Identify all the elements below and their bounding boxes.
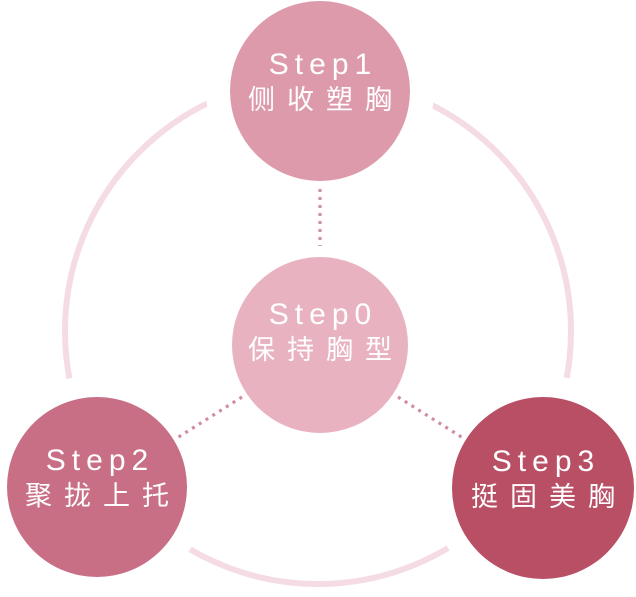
step3-content: Step3 挺固美胸 (471, 445, 615, 514)
connector-center-to-step3 (397, 395, 464, 440)
connector-center-to-step2 (176, 395, 243, 440)
step2-circle: Step2 聚拢上托 (7, 397, 187, 577)
step0-content: Step0 保持胸型 (248, 298, 392, 367)
step0-circle: Step0 保持胸型 (232, 257, 408, 433)
step0-sublabel: 保持胸型 (248, 335, 404, 366)
step3-label: Step3 (491, 444, 601, 478)
step3-circle: Step3 挺固美胸 (452, 397, 634, 579)
step1-circle: Step1 侧收塑胸 (230, 1, 410, 181)
dotted-connectors (176, 189, 464, 440)
step2-sublabel: 聚拢上托 (25, 481, 181, 512)
step2-label: Step2 (45, 443, 155, 477)
step1-content: Step1 侧收塑胸 (248, 48, 392, 117)
step3-sublabel: 挺固美胸 (471, 482, 627, 513)
step2-content: Step2 聚拢上托 (25, 444, 169, 513)
step1-sublabel: 侧收塑胸 (248, 85, 404, 116)
step0-label: Step0 (268, 297, 378, 331)
step1-label: Step1 (268, 47, 378, 81)
